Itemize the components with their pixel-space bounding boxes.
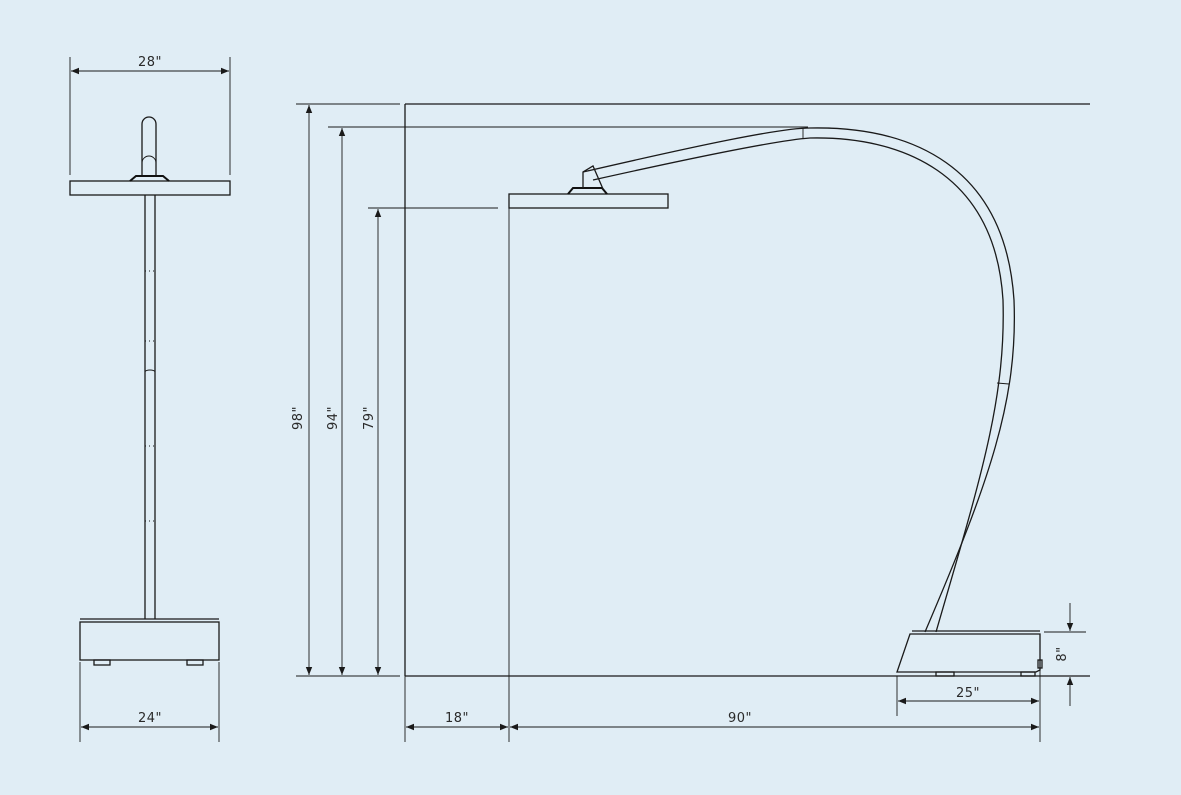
front-shade-cap	[129, 175, 170, 182]
side-base-foot-right	[1020, 671, 1036, 677]
front-hook	[141, 116, 157, 175]
front-pole-marks	[145, 270, 155, 522]
side-base-foot-left	[935, 671, 955, 677]
arc-height-label: 94"	[326, 406, 341, 430]
front-shade	[69, 180, 231, 196]
side-shade-cap	[567, 187, 608, 195]
base-width-label: 24"	[138, 711, 162, 726]
shade-height-label: 79"	[362, 406, 377, 430]
side-shade	[508, 193, 669, 209]
overall-height-label: 98"	[291, 406, 306, 430]
arc-arm-outer	[582, 127, 1016, 633]
front-width-label: 28"	[138, 55, 162, 70]
reach-label: 90"	[728, 711, 752, 726]
base-depth-label: 25"	[956, 686, 980, 701]
front-base-foot-left	[93, 659, 111, 666]
front-pole-joint	[144, 369, 156, 373]
front-view: 28" 24"	[69, 55, 231, 742]
side-arm-connector	[582, 165, 604, 190]
arc-joint-side	[996, 382, 1010, 385]
side-view: 98" 94" 79" 8" 25"	[291, 103, 1090, 742]
arc-arm-inner	[592, 137, 1004, 633]
front-base-foot-right	[186, 659, 204, 666]
front-base	[79, 621, 220, 661]
base-height-label: 8"	[1055, 646, 1070, 661]
front-hook-joint	[141, 155, 157, 164]
side-base	[896, 633, 1041, 673]
wall-offset-label: 18"	[445, 711, 469, 726]
